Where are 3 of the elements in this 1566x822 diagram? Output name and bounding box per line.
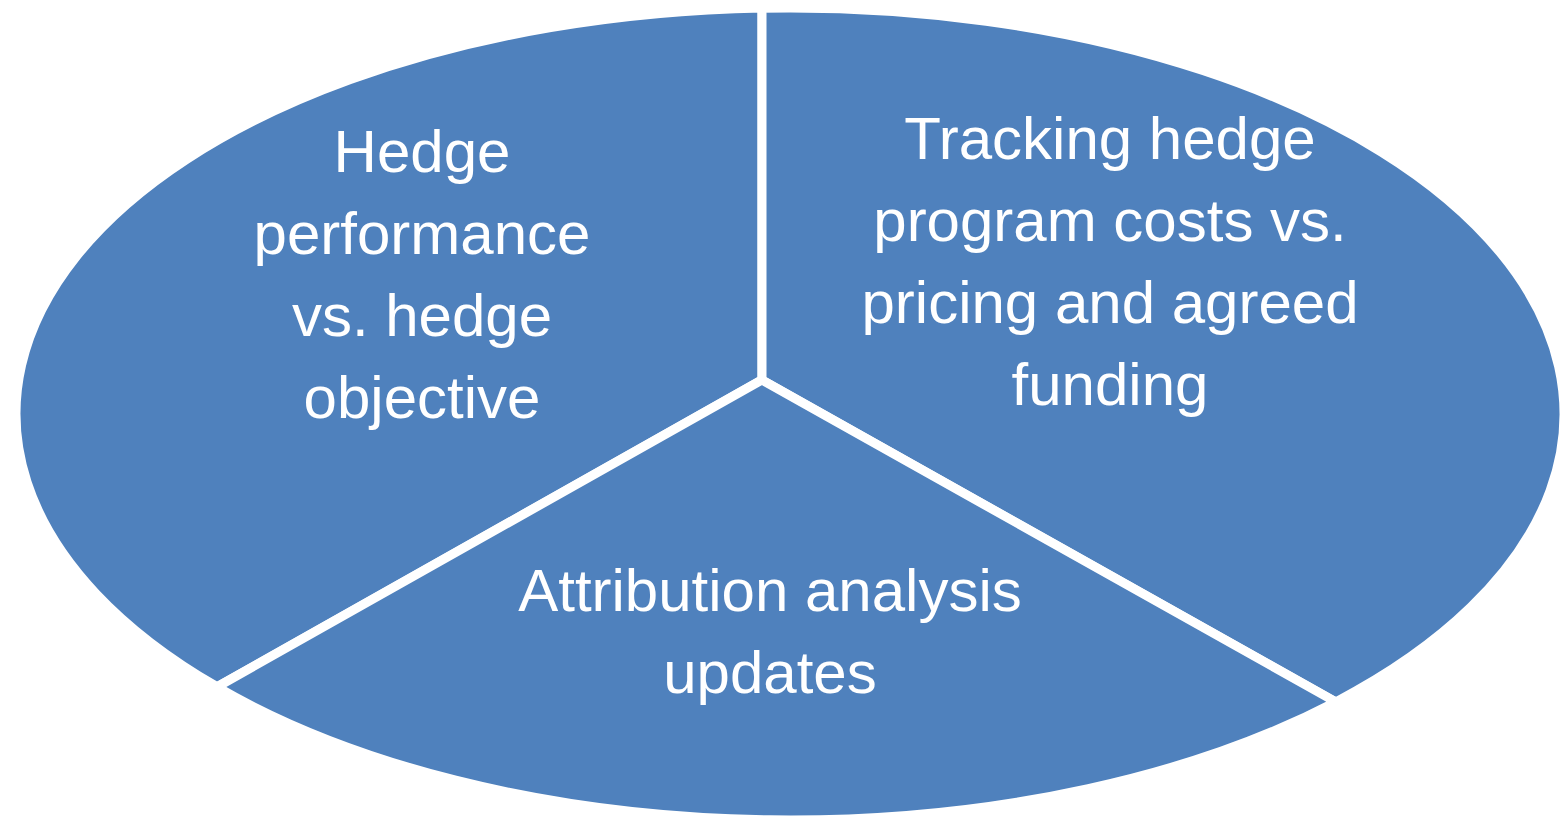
- segment-label: Hedge performance vs. hedge objective: [252, 117, 592, 433]
- segment-label: Tracking hedge program costs vs. pricing and agreed funding: [860, 104, 1360, 420]
- segment-label: Attribution analysis updates: [517, 556, 1023, 708]
